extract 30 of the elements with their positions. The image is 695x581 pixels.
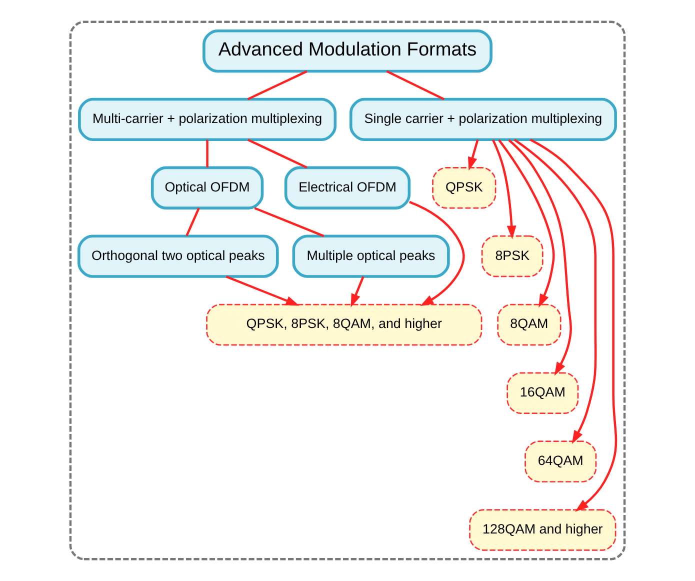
node-box: Optical OFDM [150,166,264,210]
node-box: Electrical OFDM [284,166,411,210]
node-box: Advanced Modulation Formats [202,29,492,73]
node-box: Multi-carrier + polarization multiplexing [78,98,337,142]
arrow [492,139,516,240]
arrow [226,276,300,306]
node-box: QPSK, 8PSK, 8QAM, and higher [206,304,482,346]
node-box: Orthogonal two optical peaks [77,234,279,278]
connector [247,138,308,169]
arrow [350,276,364,308]
connector [206,140,208,168]
node-box: 128QAM and higher [469,509,616,551]
arrow [468,139,479,171]
arrow [409,200,465,306]
arrow [498,139,555,308]
connector [254,207,324,238]
node-box: Multiple optical peaks [292,234,450,278]
arrow [508,139,572,376]
connector [186,208,200,236]
node-box: 8PSK [481,235,544,278]
connector [386,70,445,100]
connector [247,70,308,100]
arrow [514,138,597,444]
cluster [69,20,626,560]
node-box: 64QAM [524,440,597,482]
arrow [530,138,618,512]
node-box: 16QAM [506,372,579,414]
node-box: QPSK [432,167,496,209]
node-box: Single carrier + polarization multiplexing [349,98,617,142]
node-box: 8QAM [497,304,562,346]
